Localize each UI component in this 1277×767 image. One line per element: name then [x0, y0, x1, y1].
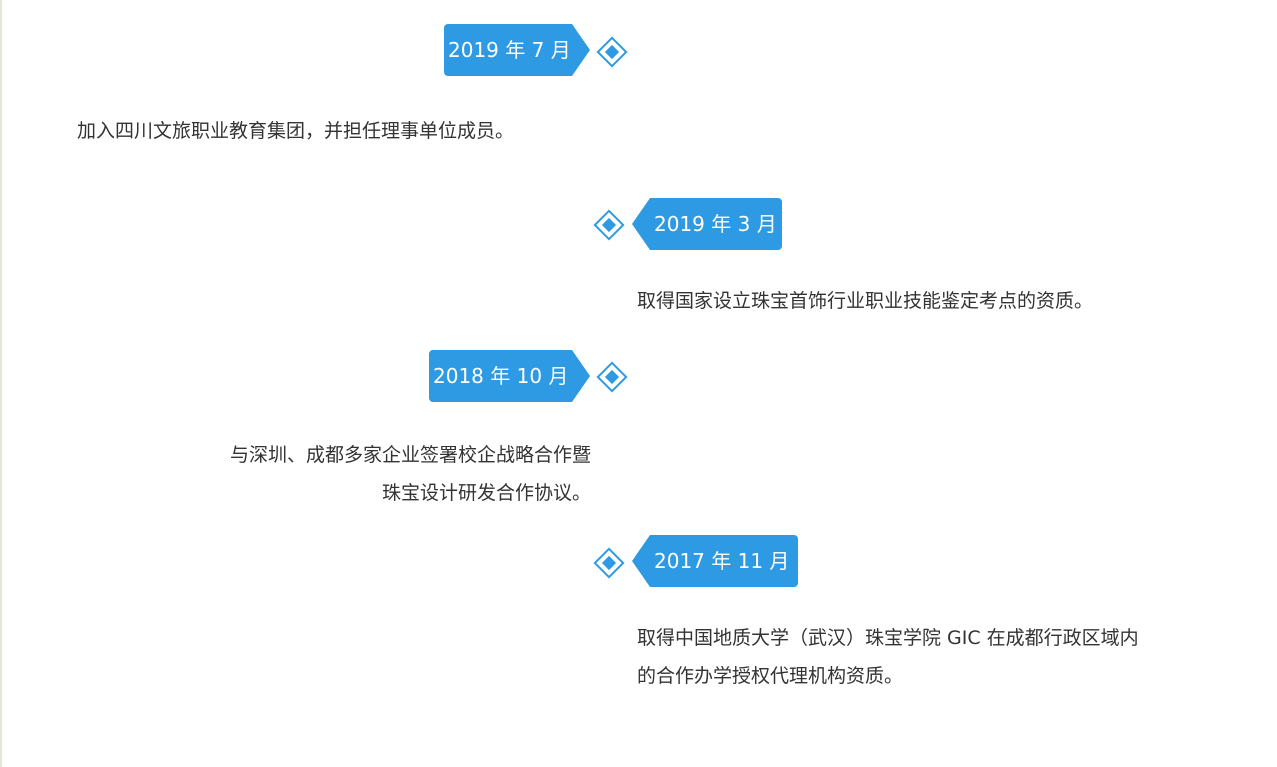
description-line: 取得国家设立珠宝首饰行业职业技能鉴定考点的资质。 — [637, 290, 1094, 312]
timeline-diamond-icon — [596, 361, 628, 393]
timeline-date-tag: 2018 年 10 月 — [429, 350, 590, 402]
timeline-diamond-icon — [596, 36, 628, 68]
description-line: 珠宝设计研发合作协议。 — [381, 482, 591, 504]
timeline-date-tag: 2019 年 3 月 — [632, 198, 782, 250]
timeline-diamond-icon — [593, 209, 625, 241]
timeline-diamond-icon — [593, 547, 625, 579]
left-border — [0, 0, 2, 767]
timeline-event-description: 取得中国地质大学（武汉）珠宝学院 GIC 在成都行政区域内 的合作办学授权代理机… — [637, 619, 1139, 695]
timeline-event-description: 加入四川文旅职业教育集团，并担任理事单位成员。 — [77, 112, 514, 150]
timeline-event-description: 与深圳、成都多家企业签署校企战略合作暨 珠宝设计研发合作协议。 — [140, 436, 591, 512]
timeline-date-tag: 2017 年 11 月 — [632, 535, 798, 587]
timeline-date-tag: 2019 年 7 月 — [444, 24, 590, 76]
description-line: 取得中国地质大学（武汉）珠宝学院 GIC 在成都行政区域内 — [637, 627, 1139, 649]
description-line: 的合作办学授权代理机构资质。 — [637, 665, 904, 687]
timeline-event-description: 取得国家设立珠宝首饰行业职业技能鉴定考点的资质。 — [637, 282, 1093, 320]
description-line: 加入四川文旅职业教育集团，并担任理事单位成员。 — [77, 120, 515, 142]
description-line: 与深圳、成都多家企业签署校企战略合作暨 — [229, 444, 591, 466]
